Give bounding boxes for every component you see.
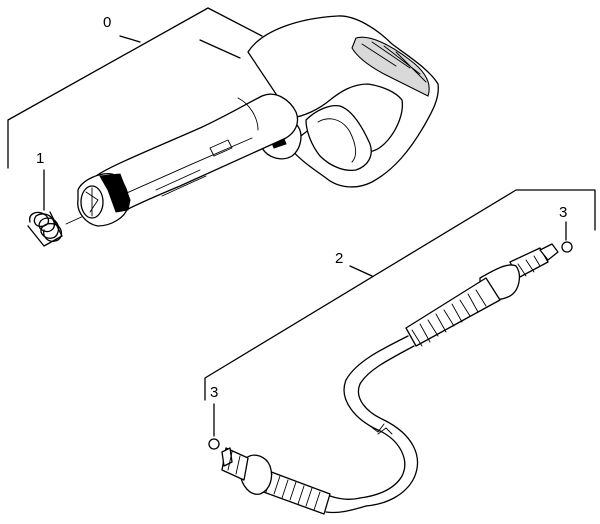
spring-outline bbox=[27, 211, 63, 247]
callout-part-3-lower: 3 bbox=[210, 384, 219, 401]
gun-barrel-slot bbox=[155, 139, 233, 197]
spring bbox=[27, 211, 63, 247]
hose-lower-link bbox=[325, 495, 367, 514]
gun-grip-panel bbox=[351, 36, 430, 97]
leader-part-2 bbox=[204, 189, 596, 401]
leader-lines bbox=[7, 7, 596, 437]
leader-part-0-tail bbox=[199, 39, 241, 59]
gun-trigger-detail bbox=[317, 118, 357, 163]
hose bbox=[221, 243, 559, 515]
hose-tube-inner bbox=[357, 345, 419, 507]
hose-tube-break bbox=[369, 423, 393, 435]
hose-upper-nipple bbox=[539, 243, 559, 261]
gun-nozzle-ring bbox=[99, 173, 131, 213]
o-ring-lower bbox=[208, 438, 220, 450]
callout-part-0: 0 bbox=[103, 14, 112, 31]
callout-part-3-upper: 3 bbox=[559, 204, 568, 221]
spray-gun bbox=[77, 15, 439, 227]
gun-grip-lines bbox=[361, 41, 427, 83]
callout-part-2: 2 bbox=[335, 250, 344, 267]
hose-upper-protector-ribs bbox=[411, 289, 487, 347]
o-ring-upper bbox=[561, 241, 573, 253]
hose-upper-fitting-lines bbox=[517, 255, 541, 277]
gun-barrel-seam bbox=[119, 137, 253, 197]
hose-upper-protector bbox=[405, 277, 501, 347]
hose-tube-outer bbox=[343, 335, 409, 499]
hose-lower-fitting-lines bbox=[227, 451, 241, 475]
gun-trigger bbox=[305, 104, 372, 172]
gun-barrel bbox=[95, 93, 299, 211]
gun-barrel-neck bbox=[237, 97, 259, 131]
gun-nozzle-face-detail bbox=[85, 187, 99, 217]
leader-part-0 bbox=[7, 7, 263, 169]
hose-lower-ferrule bbox=[239, 454, 273, 495]
callout-part-1: 1 bbox=[36, 150, 45, 167]
o-rings bbox=[208, 241, 573, 450]
